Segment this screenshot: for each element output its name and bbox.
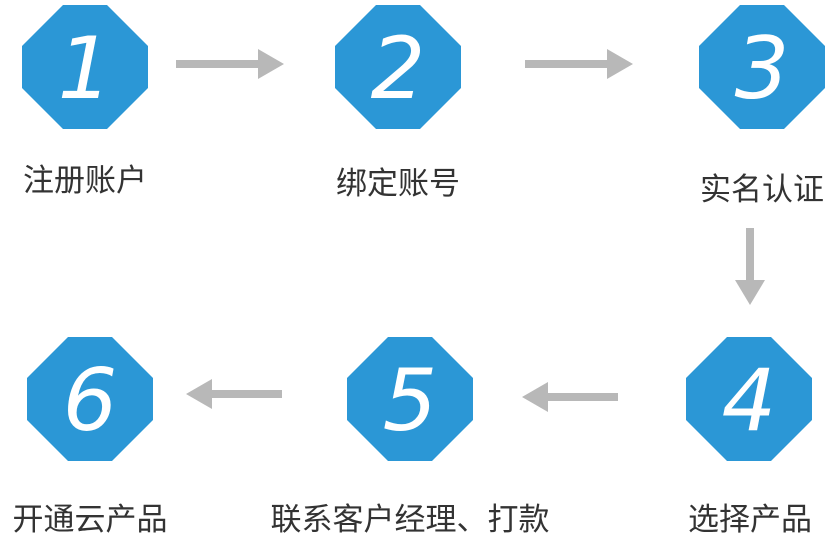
arrow-2-to-3-head [607, 49, 633, 79]
step-5-label: 联系客户经理、打款 [271, 502, 550, 538]
step-1: 1 注册账户 [22, 5, 148, 199]
step-2-label: 绑定账号 [336, 166, 460, 202]
step-5-octagon [347, 337, 473, 461]
arrow-4-to-5-shaft [546, 393, 618, 401]
step-2-octagon [335, 5, 461, 129]
arrow-2-to-3-shaft [525, 60, 609, 68]
step-1-label: 注册账户 [23, 163, 147, 199]
step-5-number: 5 [383, 351, 438, 451]
step-3: 3 实名认证 [699, 5, 825, 208]
arrow-5-to-6-shaft [210, 390, 282, 398]
arrow-3-to-4 [735, 228, 765, 305]
step-6-octagon [27, 337, 153, 461]
step-2-number: 2 [371, 19, 426, 119]
step-1-octagon [22, 5, 148, 129]
arrow-3-to-4-head [735, 280, 765, 305]
arrow-2-to-3 [525, 49, 633, 79]
arrow-1-to-2-head [258, 49, 284, 79]
step-3-octagon [699, 5, 825, 129]
arrow-4-to-5 [522, 382, 618, 412]
step-4: 4 选择产品 [686, 337, 812, 538]
step-1-number: 1 [58, 19, 113, 119]
step-4-octagon [686, 337, 812, 461]
arrow-1-to-2-shaft [176, 60, 260, 68]
step-4-label: 选择产品 [688, 502, 812, 538]
step-4-number: 4 [722, 351, 777, 451]
step-6-number: 6 [63, 351, 118, 451]
arrow-4-to-5-head [522, 382, 548, 412]
step-3-number: 3 [735, 19, 790, 119]
step-6: 6 开通云产品 [13, 337, 168, 538]
step-2: 2 绑定账号 [335, 5, 461, 202]
arrow-3-to-4-shaft [746, 228, 754, 283]
step-3-label: 实名认证 [700, 172, 824, 208]
arrow-5-to-6-head [186, 379, 212, 409]
step-6-label: 开通云产品 [13, 502, 168, 538]
arrow-5-to-6 [186, 379, 282, 409]
step-5: 5 联系客户经理、打款 [271, 337, 550, 538]
arrow-1-to-2 [176, 49, 284, 79]
